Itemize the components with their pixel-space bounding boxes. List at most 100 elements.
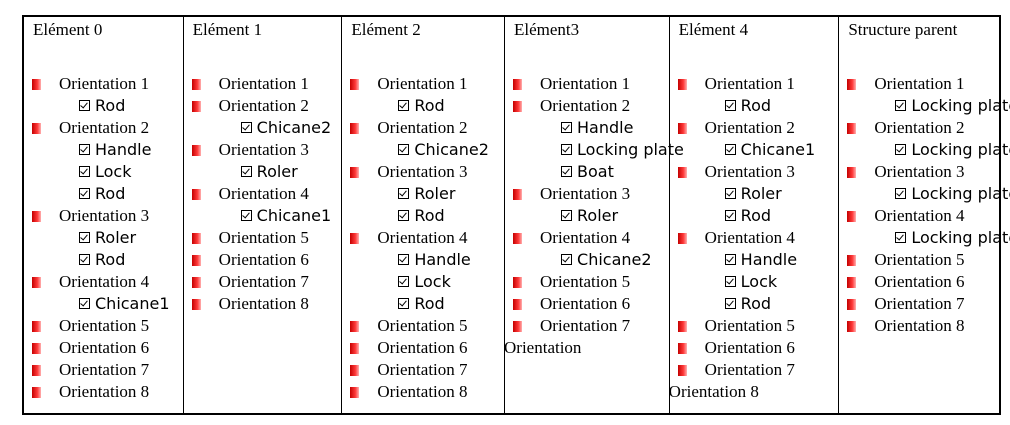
checkbox-label: Rod [414,206,445,225]
checkbox-item: Rod [79,95,125,117]
checkbox-checked-icon [561,122,573,133]
orientation-label: Orientation 5 [874,250,965,269]
red-square-bullet-icon [513,276,523,288]
orientation-label: Orientation 3 [704,162,795,181]
checkbox-checked-icon [398,276,410,287]
red-square-bullet-icon [32,320,41,332]
red-square-bullet-icon [32,122,41,134]
checkbox-label: Chicane1 [95,294,170,313]
orientation-label: Orientation 2 [540,96,631,115]
checkbox-label: Chicane2 [414,140,489,159]
checkbox-item: Handle [561,117,633,139]
red-square-bullet-icon [191,100,201,112]
checkbox-label: Handle [740,250,798,269]
red-square-bullet-icon [350,232,360,244]
orientation-item: Orientation 6 [513,293,630,315]
orientation-label: Orientation 4 [874,206,965,225]
checkbox-item: Roler [240,161,298,183]
checkbox-checked-icon [240,166,252,177]
red-square-bullet-icon [677,166,687,178]
checkbox-checked-icon [724,144,736,155]
orientation-item: Orientation 5 [32,315,149,337]
orientation-label: Orientation 6 [874,272,965,291]
orientation-item: Orientation 6 [847,271,965,293]
orientation-item: Orientation 4 [847,205,965,227]
checkbox-item: Rod [79,183,125,205]
orientation-label: Orientation 1 [540,74,631,93]
red-square-bullet-icon [513,100,523,112]
orientation-label: Orientation 5 [704,316,795,335]
red-square-bullet-icon [513,232,523,244]
checkbox-label: Rod [95,184,126,203]
checkbox-item: Rod [724,293,771,315]
orientation-label: Orientation 3 [874,162,965,181]
checkbox-checked-icon [240,122,252,133]
checkbox-label: Lock [95,162,132,181]
checkbox-checked-icon [240,210,252,221]
red-square-bullet-icon [350,166,360,178]
checkbox-label: Roler [577,206,619,225]
checkbox-checked-icon [895,188,907,199]
orientation-item: Orientation 8 [350,381,468,403]
orientation-label: Orientation 3 [59,206,150,225]
orientation-item: Orientation 6 [32,337,149,359]
orientation-item: Orientation 4 [32,271,149,293]
checkbox-checked-icon [79,166,90,177]
checkbox-checked-icon [724,298,736,309]
red-square-bullet-icon [32,342,41,354]
orientation-label: Orientation 7 [377,360,468,379]
checkbox-checked-icon [398,210,410,221]
checkbox-label: Rod [414,294,445,313]
orientation-label: Orientation 5 [540,272,631,291]
orientation-item: Orientation 7 [513,315,630,337]
checkbox-label: Rod [95,250,126,269]
red-square-bullet-icon [191,254,201,266]
checkbox-label: Lock [414,272,451,291]
orientation-label: Orientation 4 [59,272,150,291]
orientation-item: Orientation 5 [677,315,795,337]
orientation-label: Orientation 2 [874,118,965,137]
orientation-item: Orientation 4 [350,227,468,249]
red-square-bullet-icon [513,320,523,332]
red-square-bullet-icon [32,210,41,222]
checkbox-label: Locking plate [911,96,1010,115]
orientation-label: Orientation 8 [874,316,965,335]
orientation-label: Orientation 1 [218,74,309,93]
checkbox-checked-icon [79,188,90,199]
checkbox-item: Rod [398,95,445,117]
orientation-label: Orientation 6 [59,338,150,357]
checkbox-checked-icon [895,144,907,155]
checkbox-item: Lock [398,271,451,293]
orientation-label: Orientation 2 [59,118,150,137]
orientation-item: Orientation 5 [847,249,965,271]
checkbox-checked-icon [79,232,90,243]
checkbox-item: Handle [398,249,471,271]
checkbox-item: Chicane1 [240,205,331,227]
checkbox-label: Chicane2 [256,118,332,137]
checkbox-item: Roler [79,227,136,249]
orientation-item: Orientation 3 [350,161,468,183]
orientation-label: Orientation 5 [59,316,150,335]
checkbox-item: Chicane1 [79,293,170,315]
red-square-bullet-icon [677,232,687,244]
orientation-label: Orientation 4 [218,184,309,203]
checkbox-label: Chicane1 [740,140,816,159]
checkbox-checked-icon [398,188,410,199]
red-square-bullet-icon [513,78,523,90]
checkbox-label: Roler [95,228,137,247]
orientation-label: Orientation 6 [218,250,309,269]
orientation-label: Orientation 6 [704,338,795,357]
orientation-item: Orientation 2 [513,95,630,117]
checkbox-checked-icon [79,254,90,265]
checkbox-label: Handle [95,140,152,159]
orientation-item: Orientation 1 [847,73,965,95]
orientation-item: Orientation 8 [32,381,149,403]
orientation-label: Orientation 1 [704,74,795,93]
orientation-label: Orientation 6 [540,294,631,313]
orientation-label: Orientation 8 [668,382,759,401]
orientation-item: Orientation 6 [677,337,795,359]
orientation-item: Orientation 4 [191,183,309,205]
orientation-item: Orientation 1 [191,73,309,95]
orientation-label: Orientation 1 [377,74,468,93]
